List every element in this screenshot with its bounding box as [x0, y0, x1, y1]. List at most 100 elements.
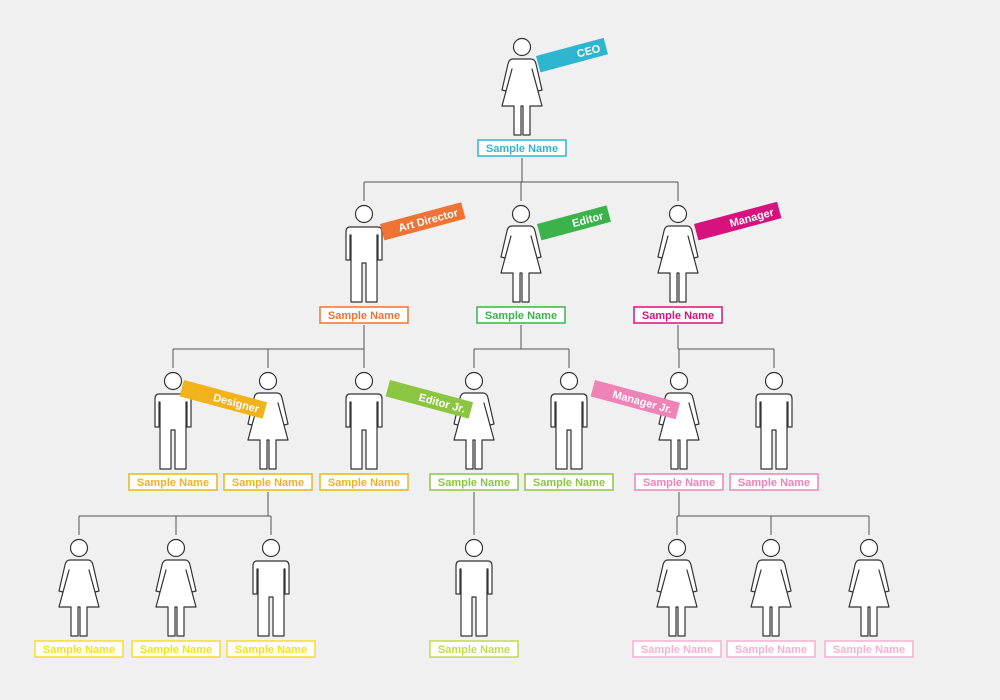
- name-label-box: [476, 306, 566, 324]
- org-node-m2: Sample Name: [726, 538, 816, 658]
- body-icon: [154, 393, 192, 470]
- male-figure-icon: [755, 371, 793, 470]
- connector-lines: [78, 158, 870, 535]
- body-icon: [455, 560, 493, 637]
- name-label-box: [726, 640, 816, 658]
- male-figure-icon: [252, 538, 290, 637]
- name-label: Sample Name: [833, 644, 905, 656]
- body-icon: [656, 559, 698, 637]
- head-icon: [761, 538, 781, 558]
- body-icon: [750, 559, 792, 637]
- female-figure-icon: [58, 538, 100, 637]
- body-icon: [657, 225, 699, 303]
- head-icon: [764, 371, 784, 391]
- name-label-box: [319, 473, 409, 491]
- org-node-m1: Sample Name: [632, 538, 722, 658]
- org-node-m3: Sample Name: [824, 538, 914, 658]
- name-label: Sample Name: [43, 644, 115, 656]
- name-label-box: [524, 473, 614, 491]
- name-label-box: [632, 640, 722, 658]
- name-label: Sample Name: [486, 143, 558, 155]
- female-figure-icon: [155, 538, 197, 637]
- name-label-box: [429, 473, 519, 491]
- head-icon: [668, 204, 688, 224]
- name-label-box: [729, 473, 819, 491]
- org-node-d3: Sample Name: [226, 538, 316, 658]
- female-figure-icon: [658, 371, 700, 470]
- org-node-ed: Sample Name Editor: [476, 204, 611, 324]
- role-tag-editor-jr: Editor Jr.: [385, 379, 474, 419]
- body-icon: [550, 393, 588, 470]
- head-icon: [511, 204, 531, 224]
- role-tag-bg: [179, 379, 268, 419]
- name-label: Sample Name: [642, 310, 714, 322]
- male-figure-icon: [455, 538, 493, 637]
- head-icon: [69, 538, 89, 558]
- name-label: Sample Name: [328, 310, 400, 322]
- org-node-mg: Sample Name Manager: [633, 201, 782, 324]
- head-icon: [559, 371, 579, 391]
- head-icon: [258, 371, 278, 391]
- female-figure-icon: [657, 204, 699, 303]
- male-figure-icon: [345, 204, 383, 303]
- male-figure-icon: [550, 371, 588, 470]
- org-node-d1: Sample Name: [34, 538, 124, 658]
- org-node-ad1: Sample Name: [128, 371, 218, 491]
- head-icon: [163, 371, 183, 391]
- head-icon: [859, 538, 879, 558]
- name-label-box: [128, 473, 218, 491]
- head-icon: [166, 538, 186, 558]
- name-label: Sample Name: [328, 477, 400, 489]
- org-node-ad: Sample Name Art Director: [319, 202, 466, 324]
- name-label: Sample Name: [137, 477, 209, 489]
- role-tag-bg: [590, 380, 681, 420]
- head-icon: [667, 538, 687, 558]
- role-tag-bg: [694, 201, 782, 241]
- org-node-d2: Sample Name: [131, 538, 221, 658]
- name-label: Sample Name: [643, 477, 715, 489]
- body-icon: [345, 393, 383, 470]
- role-tag-art-director: Art Director: [379, 202, 466, 241]
- head-icon: [261, 538, 281, 558]
- body-icon: [848, 559, 890, 637]
- body-icon: [155, 559, 197, 637]
- body-icon: [58, 559, 100, 637]
- role-tag-manager: Manager: [694, 201, 782, 241]
- role-tag-bg: [379, 202, 466, 241]
- name-label: Sample Name: [438, 477, 510, 489]
- head-icon: [669, 371, 689, 391]
- name-label-box: [429, 640, 519, 658]
- body-icon: [755, 393, 793, 470]
- body-icon: [252, 560, 290, 637]
- name-label-box: [824, 640, 914, 658]
- name-label: Sample Name: [485, 310, 557, 322]
- name-label: Sample Name: [533, 477, 605, 489]
- role-tag-designer: Designer: [179, 379, 268, 419]
- name-label-box: [131, 640, 221, 658]
- name-label-box: [34, 640, 124, 658]
- name-label-box: [633, 306, 723, 324]
- role-tag-bg: [536, 37, 609, 73]
- name-label-box: [634, 473, 724, 491]
- name-label: Sample Name: [641, 644, 713, 656]
- female-figure-icon: [848, 538, 890, 637]
- role-tag-manager-jr: Manager Jr.: [590, 380, 681, 420]
- org-node-ed2: Sample Name: [524, 371, 614, 491]
- role-tag-bg: [385, 379, 474, 419]
- female-figure-icon: [453, 371, 495, 470]
- org-node-ed1: Sample Name Editor Jr.: [385, 371, 519, 491]
- role-tag-ceo: CEO: [536, 37, 609, 73]
- body-icon: [501, 58, 543, 136]
- head-icon: [354, 204, 374, 224]
- org-node-e1: Sample Name: [429, 538, 519, 658]
- name-label-box: [223, 473, 313, 491]
- role-tag-editor: Editor: [537, 205, 611, 241]
- head-icon: [464, 538, 484, 558]
- female-figure-icon: [247, 371, 289, 470]
- name-label-box: [319, 306, 409, 324]
- body-icon: [345, 226, 383, 303]
- name-label: Sample Name: [738, 477, 810, 489]
- head-icon: [512, 37, 532, 57]
- name-label: Sample Name: [735, 644, 807, 656]
